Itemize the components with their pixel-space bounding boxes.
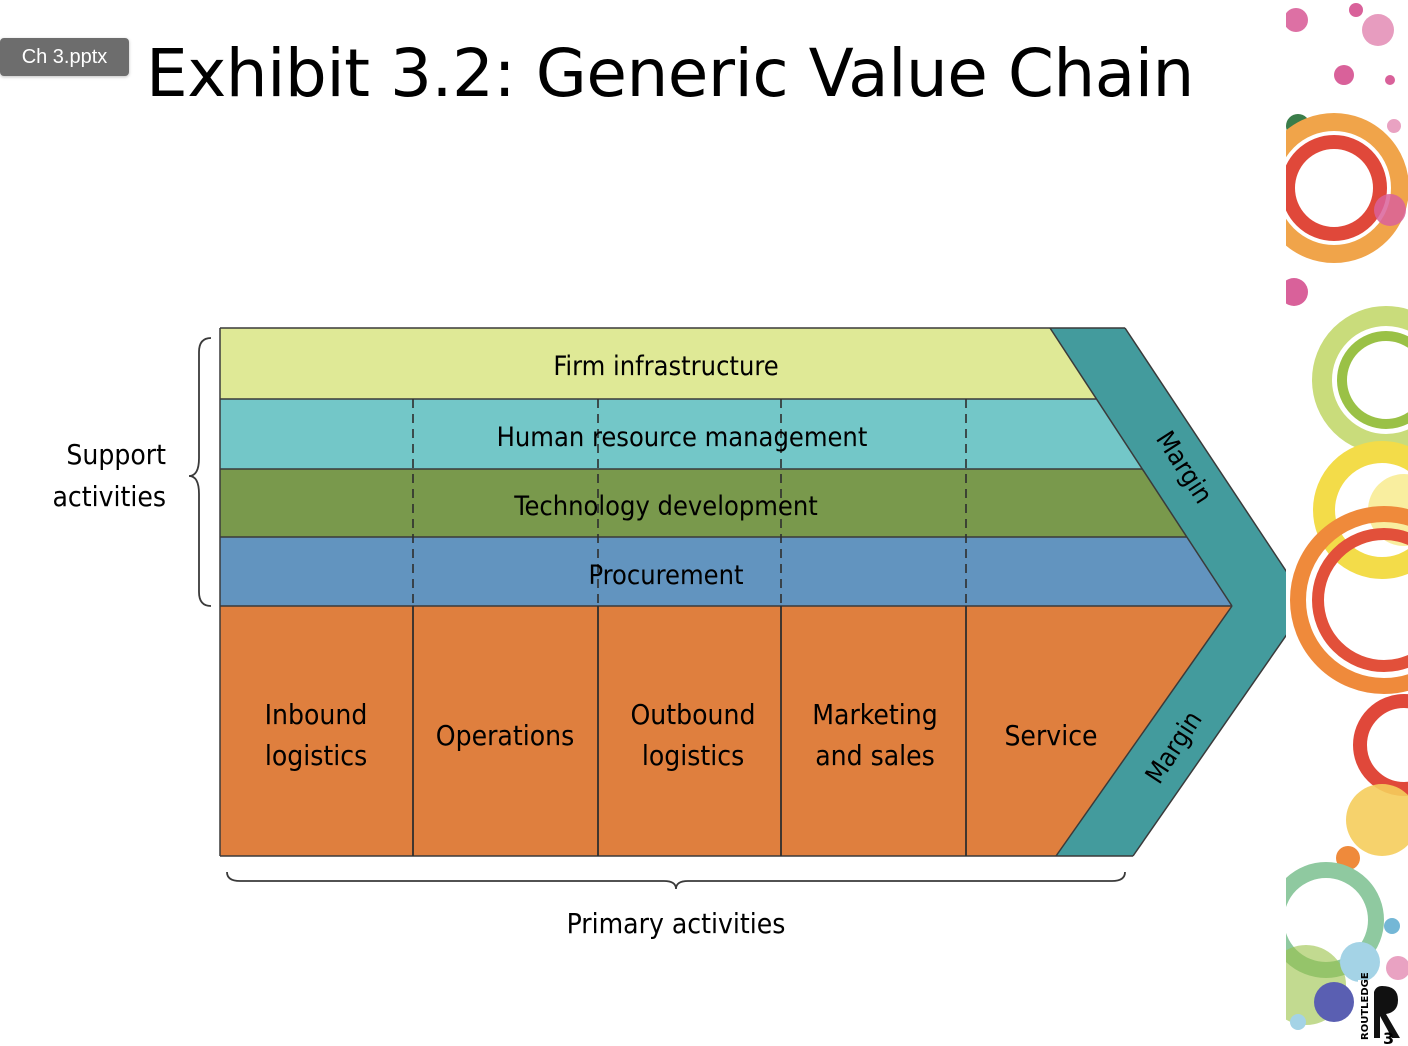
support-activities-label-line2: activities	[52, 480, 166, 513]
decorative-circles-panel: ROUTLEDGE 3	[1286, 0, 1408, 1046]
value-chain-diagram: Firm infrastructure Human resource manag…	[52, 327, 1290, 940]
support-activities-label-line1: Support	[66, 438, 166, 471]
publisher-logo-text: ROUTLEDGE	[1360, 972, 1371, 1040]
band-separators	[219, 327, 1290, 857]
primary-col-1-line1: Inbound	[265, 698, 368, 731]
file-name-badge[interactable]: Ch 3.pptx	[0, 38, 129, 76]
support-column-guides	[412, 399, 967, 606]
primary-activities-brace	[226, 871, 1126, 890]
page-number-fragment: 3	[1383, 1029, 1394, 1046]
primary-activities-label: Primary activities	[567, 907, 786, 940]
primary-column-dividers	[412, 606, 967, 856]
support-activities-brace	[188, 337, 212, 607]
primary-col-1-line2: logistics	[265, 739, 367, 772]
margin-chevron	[1050, 328, 1290, 856]
primary-col-2-line1: Operations	[436, 719, 574, 752]
primary-col-4-line1: Marketing	[812, 698, 937, 731]
primary-col-3-line2: logistics	[642, 739, 744, 772]
support-row-label-technology-development: Technology development	[513, 491, 818, 522]
band-firm-infrastructure	[220, 328, 1096, 399]
band-human-resource-management	[220, 399, 1142, 469]
decorative-circles: ROUTLEDGE 3	[1286, 0, 1408, 1046]
support-row-label-human-resource-management: Human resource management	[497, 422, 868, 453]
band-technology-development	[220, 469, 1187, 537]
routledge-logo-icon	[1374, 986, 1400, 1038]
slide-title: Exhibit 3.2: Generic Value Chain	[146, 35, 1194, 112]
primary-activities-block	[220, 606, 1232, 856]
primary-col-5-line1: Service	[1004, 719, 1097, 752]
support-row-label-firm-infrastructure: Firm infrastructure	[553, 351, 778, 382]
primary-col-3-line1: Outbound	[630, 698, 755, 731]
primary-col-4-line2: and sales	[815, 739, 935, 772]
support-row-label-procurement: Procurement	[588, 560, 743, 591]
band-procurement	[220, 537, 1232, 606]
